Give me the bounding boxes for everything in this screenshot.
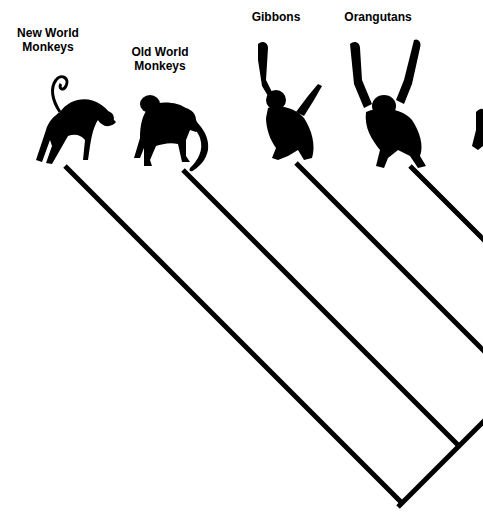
taxon-label: Old World Monkeys	[115, 45, 205, 73]
taxon-label: Orangutans	[328, 10, 428, 24]
taxon-label: Gibbons	[226, 10, 326, 24]
orangutan-silhouette	[350, 39, 426, 168]
gibbon-silhouette	[258, 42, 322, 160]
new-world-monkey-silhouette	[36, 77, 116, 164]
taxon-label: New World Monkeys	[3, 26, 93, 54]
old-world-monkey-silhouette	[134, 95, 208, 171]
tree-branches	[65, 163, 483, 507]
cropped-primate-silhouette	[472, 109, 483, 150]
